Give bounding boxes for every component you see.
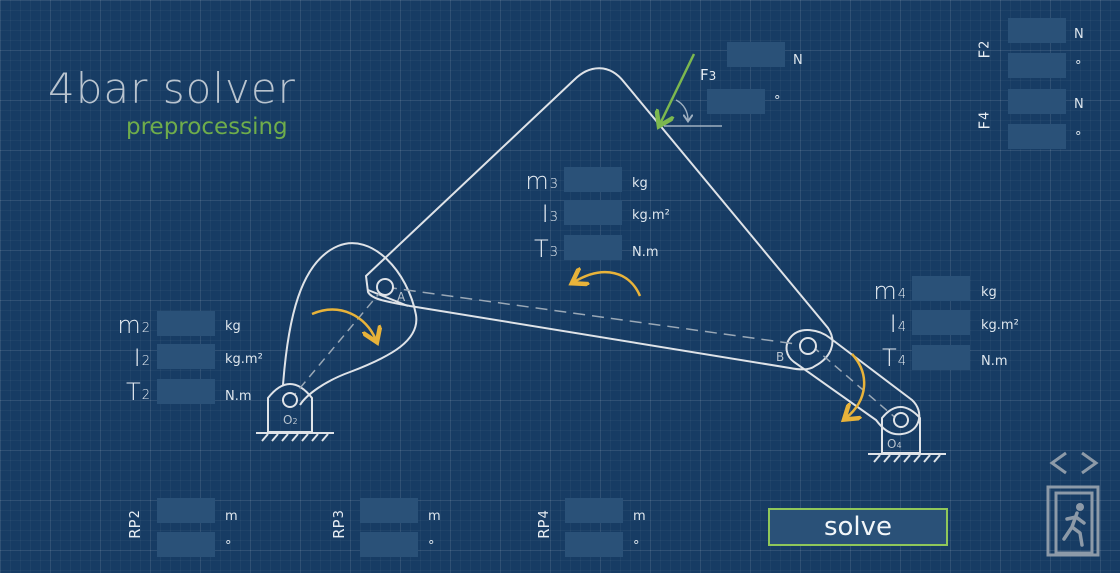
f3-angle-input[interactable] xyxy=(707,89,765,114)
torque-2-arrow xyxy=(311,308,376,340)
app-subtitle: preprocessing xyxy=(126,114,288,140)
i3-input[interactable] xyxy=(564,200,622,225)
t4-unit: N.m xyxy=(981,354,1008,369)
m4-unit: kg xyxy=(981,285,997,300)
f2-angle-input[interactable] xyxy=(1008,53,1066,78)
solve-button[interactable]: solve xyxy=(768,508,948,546)
f2-angle-unit: ° xyxy=(1075,59,1082,74)
f3-angle-unit: ° xyxy=(774,94,781,109)
m3-unit: kg xyxy=(632,176,648,191)
link-2 xyxy=(282,242,418,406)
rp3-length-input[interactable] xyxy=(360,498,418,523)
f4-angle-input[interactable] xyxy=(1008,124,1066,149)
rp4-length-unit: m xyxy=(633,509,646,524)
i4-label: I4 xyxy=(889,310,906,338)
exit-icon[interactable] xyxy=(1046,485,1100,557)
rp3-label: RP3 xyxy=(329,510,348,539)
f4-magnitude-input[interactable] xyxy=(1008,89,1066,114)
joint-b-label: B xyxy=(776,350,785,364)
joint-a xyxy=(376,278,394,296)
torque-3-arrow xyxy=(574,272,642,297)
t3-input[interactable] xyxy=(564,235,622,260)
m2-unit: kg xyxy=(225,319,241,334)
f4-angle-unit: ° xyxy=(1075,130,1082,145)
t2-input[interactable] xyxy=(157,379,215,404)
joint-b xyxy=(799,337,817,355)
f3-label: F3 xyxy=(700,66,717,84)
torque-4-arrow xyxy=(846,353,866,418)
i2-input[interactable] xyxy=(157,344,215,369)
rp4-length-input[interactable] xyxy=(565,498,623,523)
t2-unit: N.m xyxy=(225,389,252,404)
f4-magnitude-unit: N xyxy=(1074,97,1084,112)
rp4-angle-input[interactable] xyxy=(565,532,623,557)
joint-o4 xyxy=(893,412,909,428)
i2-unit: kg.m² xyxy=(225,352,263,367)
i3-unit: kg.m² xyxy=(632,208,670,223)
f3-magnitude-unit: N xyxy=(793,53,803,68)
f3-magnitude-input[interactable] xyxy=(727,42,785,67)
rp4-angle-unit: ° xyxy=(633,539,640,554)
m2-label: m2 xyxy=(117,311,150,339)
t4-input[interactable] xyxy=(912,345,970,370)
m3-input[interactable] xyxy=(564,167,622,192)
i3-label: I3 xyxy=(541,200,558,228)
i4-input[interactable] xyxy=(912,310,970,335)
m3-label: m3 xyxy=(525,167,558,195)
force-3-angle-arc xyxy=(675,99,688,120)
rp3-length-unit: m xyxy=(428,509,441,524)
f4-label: F4 xyxy=(975,111,994,130)
rp3-angle-input[interactable] xyxy=(360,532,418,557)
f2-magnitude-input[interactable] xyxy=(1008,18,1066,43)
t4-label: T4 xyxy=(882,344,906,372)
rp3-angle-unit: ° xyxy=(428,539,435,554)
link-3 xyxy=(364,67,834,371)
joint-o4-label: O4 xyxy=(887,437,902,451)
joint-a-label: A xyxy=(397,290,406,304)
m4-input[interactable] xyxy=(912,276,970,301)
rp2-length-input[interactable] xyxy=(157,498,215,523)
force-3-arrow xyxy=(660,53,696,124)
link-4 xyxy=(785,329,921,436)
rp2-length-unit: m xyxy=(225,509,238,524)
f2-magnitude-unit: N xyxy=(1074,27,1084,42)
m4-label: m4 xyxy=(873,277,906,305)
code-icon[interactable] xyxy=(1046,449,1102,477)
rp4-label: RP4 xyxy=(534,510,553,539)
rp2-angle-input[interactable] xyxy=(157,532,215,557)
i2-label: I2 xyxy=(133,344,150,372)
app-title: 4bar solver xyxy=(48,64,296,113)
m2-input[interactable] xyxy=(157,311,215,336)
i4-unit: kg.m² xyxy=(981,318,1019,333)
joint-o2-label: O2 xyxy=(283,413,298,427)
rp2-angle-unit: ° xyxy=(225,539,232,554)
t2-label: T2 xyxy=(126,378,150,406)
joint-o2 xyxy=(282,392,298,408)
rp2-label: RP2 xyxy=(125,510,144,539)
t3-label: T3 xyxy=(534,235,558,263)
f2-label: F2 xyxy=(975,40,994,59)
ground-o2 xyxy=(256,383,334,442)
t3-unit: N.m xyxy=(632,245,659,260)
